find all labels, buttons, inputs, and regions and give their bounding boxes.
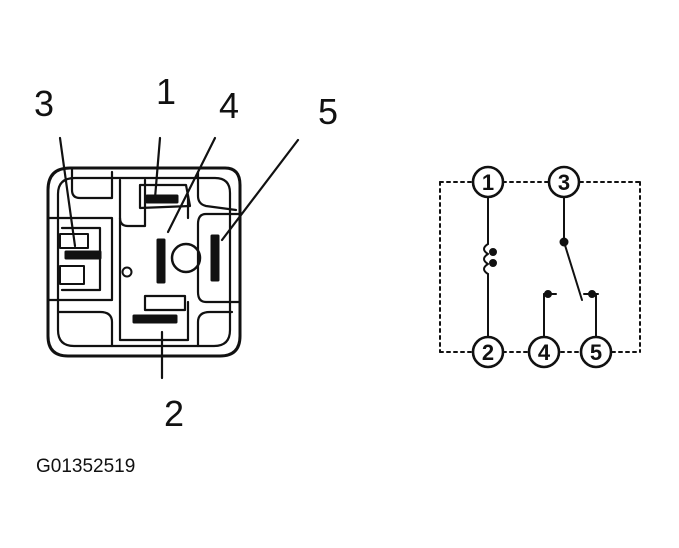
schematic-frame — [439, 181, 641, 353]
relay-switch — [543, 196, 599, 338]
terminal-label-1: 1 — [482, 170, 494, 195]
relay-body — [46, 166, 242, 358]
pin-label-3: 3 — [34, 83, 54, 124]
pin-label-4: 4 — [219, 85, 239, 126]
pin-leader-lines — [58, 136, 300, 380]
pin-label-2: 2 — [164, 393, 184, 434]
pin-label-1: 1 — [156, 71, 176, 112]
schematic — [439, 165, 641, 369]
relay-pins — [59, 194, 220, 324]
terminal-label-3: 3 — [558, 170, 570, 195]
pin-label-5: 5 — [318, 91, 338, 132]
coil — [483, 196, 497, 338]
terminal-label-4: 4 — [538, 340, 551, 365]
figure-code: G01352519 — [36, 456, 135, 477]
terminal-circles — [471, 165, 613, 369]
terminal-label-2: 2 — [482, 340, 494, 365]
terminal-label-5: 5 — [590, 340, 602, 365]
